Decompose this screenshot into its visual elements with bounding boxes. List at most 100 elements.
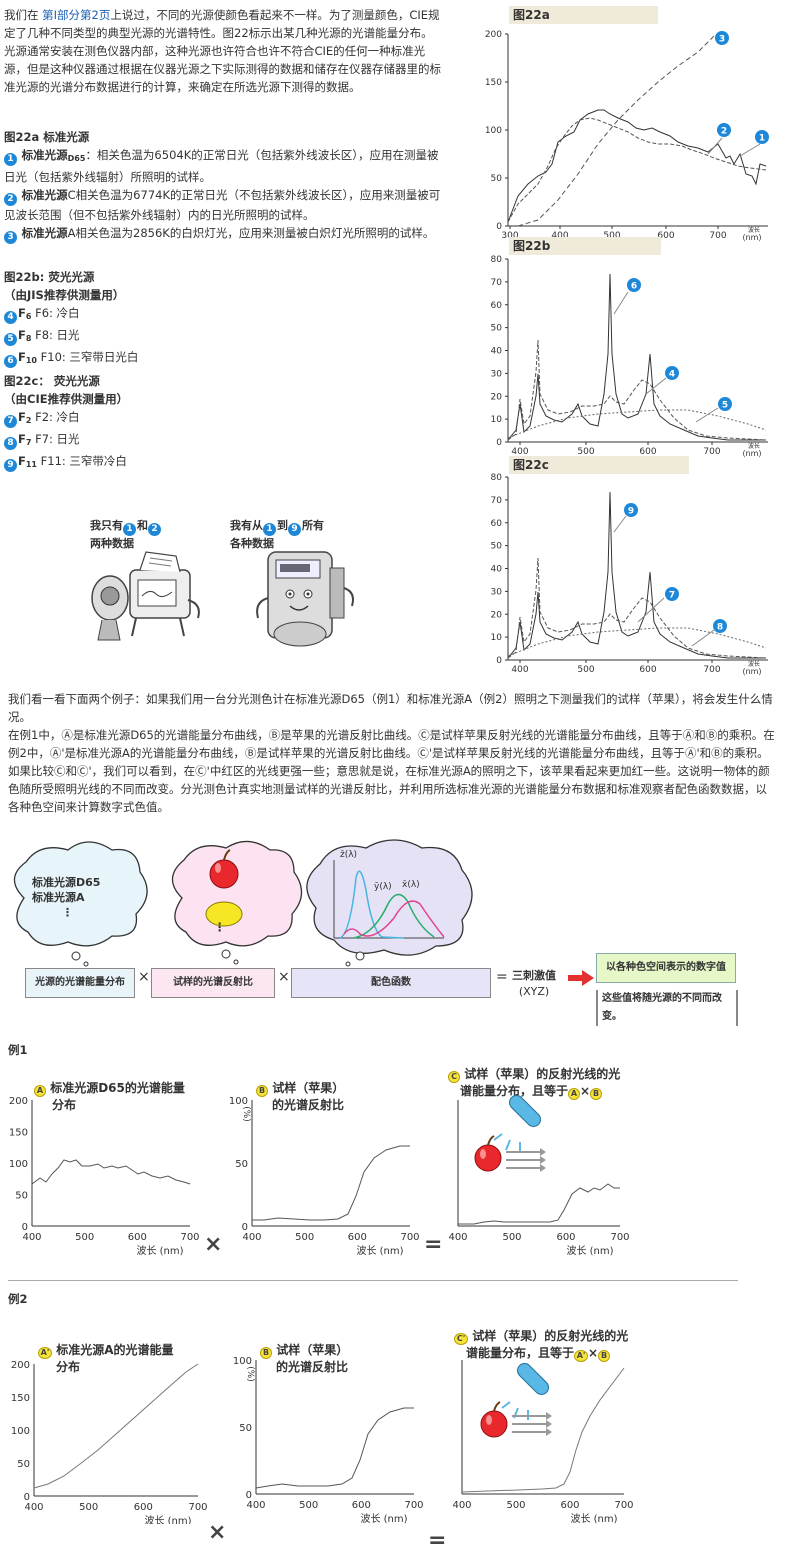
marker-icon: 1 [123, 523, 136, 536]
legend-22a-heading: 图22a 标准光源 [4, 130, 90, 144]
x-tick-label: 700 [188, 1502, 207, 1513]
series-a [517, 35, 715, 227]
times-sign: × [208, 1520, 227, 1545]
x-tick-label: 600 [657, 231, 674, 241]
cloud-dots: ⋮ [62, 906, 73, 919]
x-tick-label: 700 [400, 1232, 419, 1243]
y-tick-label: 50 [17, 1459, 30, 1470]
y-tick-label: 20 [491, 610, 503, 620]
y-tick-label: 150 [485, 78, 502, 88]
circle-a-prime-icon: A' [574, 1350, 589, 1362]
marker-2-label: 2 [721, 127, 727, 137]
y-tick-label: 200 [485, 30, 502, 40]
equals-sign: = [424, 1232, 443, 1257]
legend-22c-heading: 图22c： 荧光光源 [4, 374, 100, 388]
legend-22b-sub: （由JIS推荐供测量用） [4, 288, 125, 302]
x-tick-label: 400 [452, 1500, 471, 1511]
legend-code: F [18, 432, 26, 446]
title-text: 的光谱反射比 [276, 1360, 349, 1374]
instrument-small-illustration [91, 551, 200, 641]
legend-22b-heading: 图22b: 荧光光源 [4, 270, 95, 284]
y-tick-label: 50 [491, 174, 503, 184]
y-tick-label: 0 [496, 222, 502, 232]
cloud-2-dots: ⋮ [214, 920, 226, 934]
series-c [507, 117, 767, 223]
change-note: 这些值将随光源的不同而改变。 [596, 990, 738, 1026]
ex1-reflectance-line [252, 1145, 410, 1221]
x-tick-label: 600 [134, 1502, 153, 1513]
x-axis-label: 波长 (nm) [566, 1244, 613, 1256]
x-axis-label: 波长 (nm) [136, 1244, 183, 1256]
circle-c-icon: C [448, 1071, 460, 1083]
apple-icon [480, 1410, 508, 1438]
marker-icon: 2 [148, 523, 161, 536]
x-tick-label: 500 [79, 1502, 98, 1513]
title-text: 试样（苹果）的反射光线的光 [472, 1329, 629, 1343]
x-tick-label: 500 [577, 447, 594, 457]
leader-4 [645, 377, 667, 395]
leader-1 [739, 143, 761, 157]
x-tick-label: 700 [703, 665, 720, 675]
y-tick-label: 40 [491, 565, 503, 575]
circle-c-prime-icon: C' [454, 1333, 468, 1345]
cartoon-text: 我有从 [230, 519, 263, 532]
marker-8-icon [713, 619, 727, 633]
title-text: 分布 [56, 1360, 81, 1374]
x-tick-label: 600 [639, 665, 656, 675]
legend-22a: 图22a 标准光源 1 标准光源D65：相关色温为6504K的正常日光（包括紫外… [4, 128, 444, 244]
cartoon-text: 所有 [302, 519, 324, 532]
marker-5-icon [718, 397, 732, 411]
light-ray [501, 1401, 511, 1409]
legend-22a-item-1: 1 标准光源D65：相关色温为6504K的正常日光（包括紫外线波长区），应用在测… [4, 146, 444, 186]
lemon-icon [205, 901, 243, 927]
x-unit: (nm) [742, 667, 761, 676]
legend-item-name: 标准光源 [21, 188, 68, 202]
example-paragraph-1: 我们看一看下面两个例子：如果我们用一台分光测色计在标准光源D65（例1）和标准光… [8, 692, 773, 724]
y-tick-label: 200 [11, 1360, 30, 1371]
x-axis-label: 波长 (nm) [360, 1512, 407, 1524]
legend-item-name: 标准光源 [21, 148, 68, 162]
x-tick-label: 600 [560, 1500, 579, 1511]
box-sample-reflectance: 试样的光谱反射比 [151, 968, 275, 998]
lamp-icon [509, 1095, 541, 1127]
apple-highlight [480, 1149, 486, 1159]
leader-2 [707, 137, 723, 155]
marker-8-label: 8 [717, 623, 723, 633]
y-tick-label: 0 [242, 1222, 248, 1233]
y-tick-label: 20 [491, 392, 503, 402]
cloud-3-zbar-label: z̄(λ) [340, 850, 358, 860]
y-tick-label: 70 [491, 496, 503, 506]
x-tick-label: 600 [128, 1232, 147, 1243]
y-tick-label: 30 [491, 587, 503, 597]
y-tick-label: 0 [246, 1490, 252, 1501]
y-tick-label: 40 [491, 347, 503, 357]
times-text: × [588, 1346, 599, 1360]
leader-9 [613, 515, 627, 533]
title-text: 试样（苹果）的反射光线的光 [464, 1067, 621, 1081]
title-text: 标准光源A的光谱能量 [56, 1343, 174, 1357]
cloud-3-shape [306, 839, 473, 956]
apple-highlight [486, 1415, 492, 1425]
y-tick-label: 10 [491, 415, 503, 425]
equals-sign: = [496, 969, 508, 985]
x-unit-top: 波长 [748, 660, 760, 668]
intro-link[interactable]: 第I部分第2页 [42, 8, 111, 22]
y-tick-label: 0 [496, 656, 502, 666]
cloud-1-line-1: 标准光源D65 [32, 876, 101, 889]
marker-5-icon: 5 [4, 333, 17, 346]
chart-22b-title: 图22b [509, 237, 661, 255]
digital-values-box: 以各种色空间表示的数字值 [596, 953, 736, 983]
x-tick-label: 700 [709, 231, 726, 241]
x-tick-label: 400 [511, 665, 528, 675]
chart-22c-title: 图22c [509, 456, 689, 474]
marker-6-label: 6 [631, 282, 637, 292]
